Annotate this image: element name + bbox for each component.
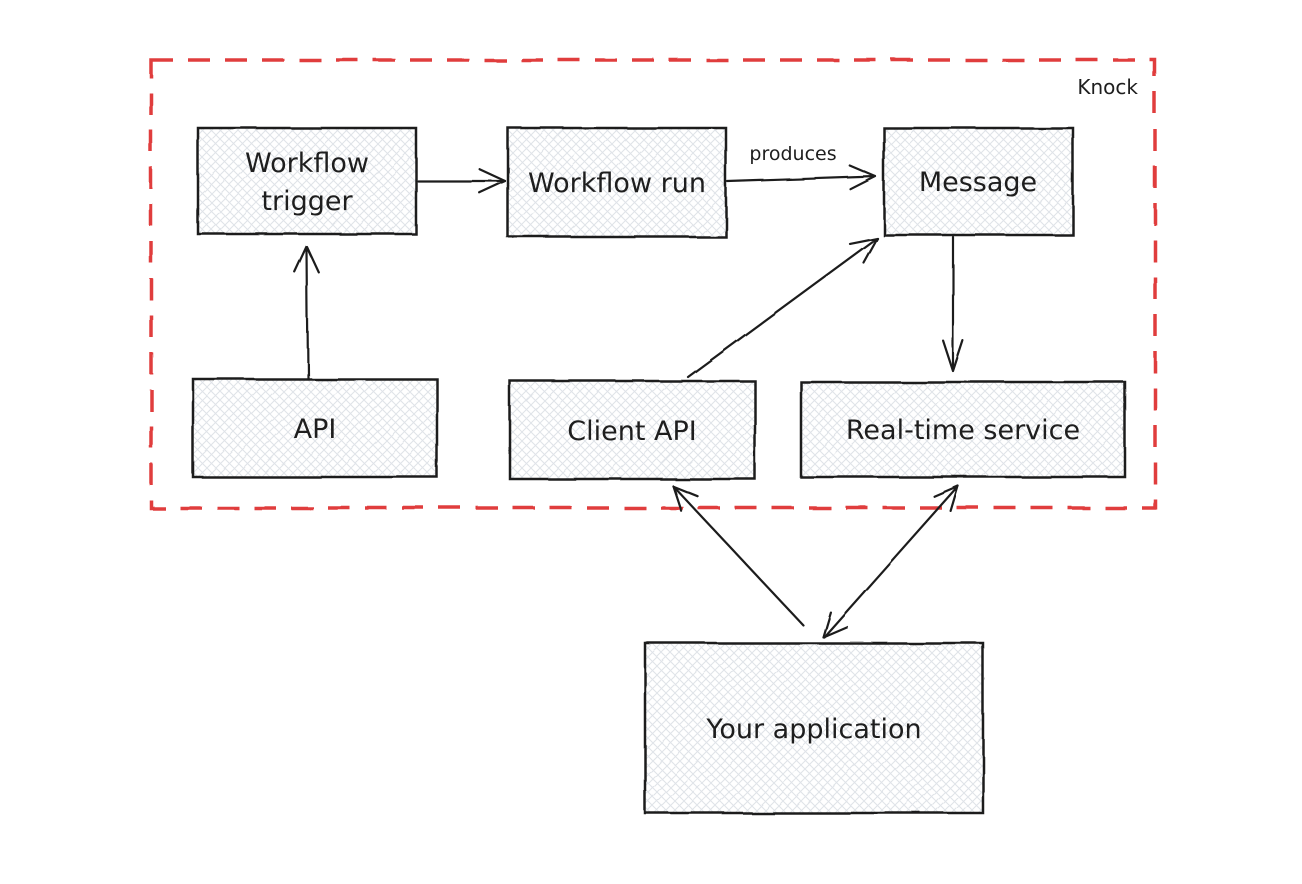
arrow-realtime-your-app-shaft — [822, 484, 960, 639]
arrow-your-app-to-client-api-shaft — [671, 484, 805, 627]
node-workflow-trigger-box — [196, 126, 418, 236]
node-real-time-service-label: Real-time service — [846, 415, 1080, 446]
node-workflow-run-label: Workflow run — [528, 168, 706, 199]
arrow-message-to-realtime-head — [942, 339, 964, 373]
node-your-application-label: Your application — [705, 714, 921, 745]
arrow-run-to-message-shaft — [726, 175, 878, 184]
arrow-api-to-trigger-shaft — [305, 248, 310, 380]
arrow-trigger-to-run-head — [478, 168, 507, 194]
node-your-application-box — [643, 641, 985, 815]
node-api-box — [191, 377, 439, 479]
edge-label-produces: produces — [749, 143, 836, 165]
node-api-label: API — [294, 414, 337, 445]
node-workflow-trigger-label-line2: trigger — [261, 186, 353, 217]
arrow-client-api-to-message-head — [848, 236, 879, 264]
node-message-label: Message — [919, 167, 1037, 198]
node-message-box — [882, 126, 1075, 237]
node-client-api-box — [508, 379, 757, 481]
arrow-realtime-your-app-head-top — [933, 484, 960, 512]
arrow-realtime-your-app-head-bottom — [821, 611, 848, 639]
arrow-your-app-to-client-api-head — [671, 484, 699, 512]
knock-boundary-dashed-border — [149, 58, 1157, 510]
node-real-time-service-box — [799, 380, 1127, 479]
arrow-run-to-message-head — [849, 164, 878, 191]
node-workflow-trigger-label-line1: Workflow — [245, 148, 369, 179]
node-workflow-run-box — [506, 126, 728, 239]
arrow-client-api-to-message-shaft — [686, 236, 879, 379]
arrow-api-to-trigger-head — [294, 245, 320, 274]
node-client-api-label: Client API — [567, 416, 696, 447]
knock-boundary-label: Knock — [1077, 75, 1138, 99]
